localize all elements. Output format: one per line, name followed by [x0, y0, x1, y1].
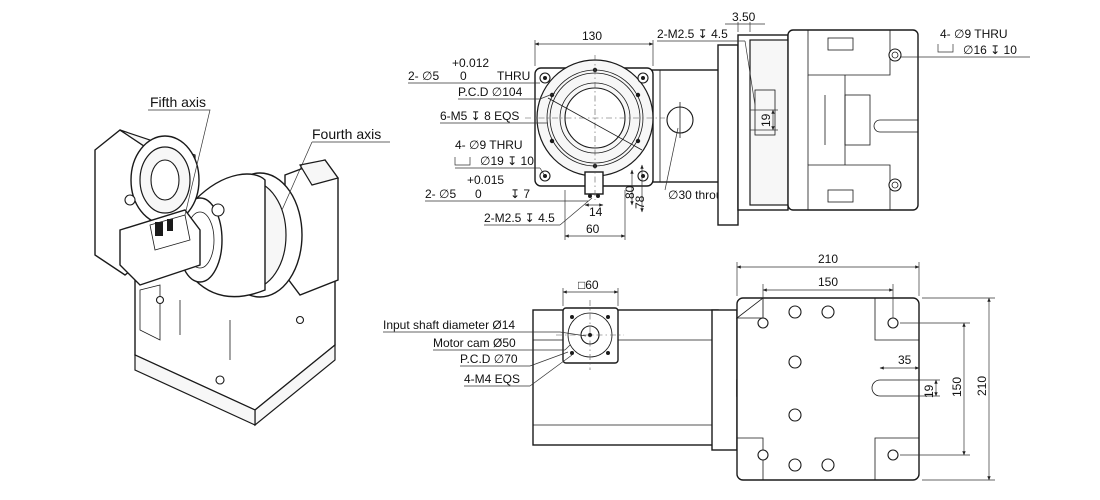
dim-14: 14 — [589, 205, 603, 219]
side-view — [717, 29, 919, 226]
dim-19-top: 19 — [922, 384, 936, 398]
motor-cam-label: Motor cam Ø50 — [433, 336, 516, 350]
top-view — [532, 297, 920, 481]
input-shaft-label: Input shaft diameter Ø14 — [383, 318, 515, 332]
dim-60: 60 — [586, 222, 600, 236]
pin-hole2-zero: 0 — [475, 187, 482, 201]
dim-80: 80 — [623, 185, 637, 199]
m25-top: 2-M2.5 ↧ 4.5 — [657, 27, 728, 41]
dim-35: 35 — [898, 353, 912, 367]
pin-hole2-depth: ↧ 7 — [510, 187, 530, 201]
dim-210-side: 210 — [975, 376, 989, 396]
dim-150-side: 150 — [950, 377, 964, 397]
dim-3-50: 3.50 — [732, 10, 756, 24]
dim-150-top: 150 — [818, 275, 838, 289]
thru-9: 4- ∅9 THRU — [455, 138, 523, 152]
pcd-70-label: P.C.D ∅70 — [460, 352, 518, 366]
pcd-104: P.C.D ∅104 — [458, 85, 523, 99]
m5-holes: 6-M5 ↧ 8 EQS — [440, 109, 519, 123]
tol-plus-015: +0.015 — [467, 173, 504, 187]
motor-square-60: □60 — [578, 278, 599, 292]
isometric-view — [94, 129, 339, 427]
dim-19-side: 19 — [759, 113, 773, 127]
cbore-19: ∅19 ↧ 10 — [480, 154, 534, 168]
front-view — [525, 55, 721, 200]
m4-holes-label: 4-M4 EQS — [464, 372, 520, 386]
pin-hole-spec: 2- ∅5 — [408, 69, 439, 83]
dim-78: 78 — [633, 195, 647, 209]
fourth-axis-label: Fourth axis — [312, 126, 381, 142]
dim-130: 130 — [582, 29, 602, 43]
fifth-axis-label: Fifth axis — [150, 94, 206, 110]
pin-hole-zero: 0 — [460, 69, 467, 83]
dim-210-top: 210 — [818, 252, 838, 266]
pin-hole-thru: THRU — [497, 69, 530, 83]
side-cbore-16: ∅16 ↧ 10 — [963, 43, 1017, 57]
pin-hole2-spec: 2- ∅5 — [425, 187, 456, 201]
tol-plus-012: +0.012 — [452, 56, 489, 70]
m25-bottom: 2-M2.5 ↧ 4.5 — [484, 211, 555, 225]
side-thru-9: 4- ∅9 THRU — [940, 27, 1008, 41]
